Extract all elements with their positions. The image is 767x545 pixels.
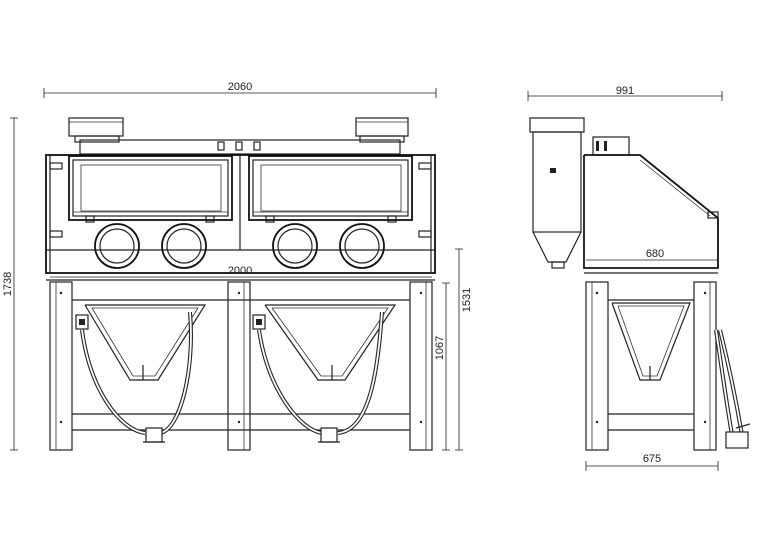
front-hopper-left — [84, 304, 207, 381]
front-glove-ports — [94, 223, 385, 269]
dim-overall-depth — [527, 91, 723, 101]
front-hopper-right — [264, 304, 397, 381]
front-top-hood-left — [68, 117, 124, 143]
dim-overall-width — [43, 88, 437, 98]
front-table-height-label: 1531 — [461, 288, 473, 312]
front-side-latches — [49, 162, 432, 238]
front-overall-height-label: 1738 — [2, 272, 14, 296]
front-top-hood-right — [355, 117, 409, 143]
front-stand — [49, 281, 433, 451]
side-cabinet-depth-label: 680 — [646, 248, 664, 260]
front-view: 2060 2000 1738 1531 1067 — [2, 81, 473, 451]
side-foot-pedal — [725, 423, 751, 449]
side-hopper — [611, 302, 691, 381]
front-inner-width-label: 2000 — [228, 265, 252, 277]
side-dust-collector — [529, 117, 585, 269]
front-hoses — [80, 311, 384, 435]
front-window-right — [248, 155, 413, 221]
side-hoses — [714, 329, 744, 436]
dim-leg-height — [442, 282, 450, 451]
front-top-duct — [79, 139, 401, 155]
front-overall-width-label: 2060 — [228, 81, 252, 93]
front-light-switches — [217, 141, 261, 151]
side-control-box — [592, 136, 630, 156]
dim-table-height — [455, 248, 463, 451]
dim-overall-height — [10, 117, 18, 451]
side-stand — [585, 281, 717, 451]
dim-base-depth — [585, 461, 719, 471]
side-base-depth-label: 675 — [643, 453, 661, 465]
front-blast-guns — [75, 314, 266, 330]
front-bolt-dots — [59, 291, 423, 424]
side-overall-depth-label: 991 — [616, 85, 634, 97]
front-window-left — [68, 155, 233, 221]
front-leg-height-label: 1067 — [434, 336, 446, 360]
front-bottom-valves — [143, 427, 340, 443]
side-view: 991 680 675 — [527, 85, 751, 471]
